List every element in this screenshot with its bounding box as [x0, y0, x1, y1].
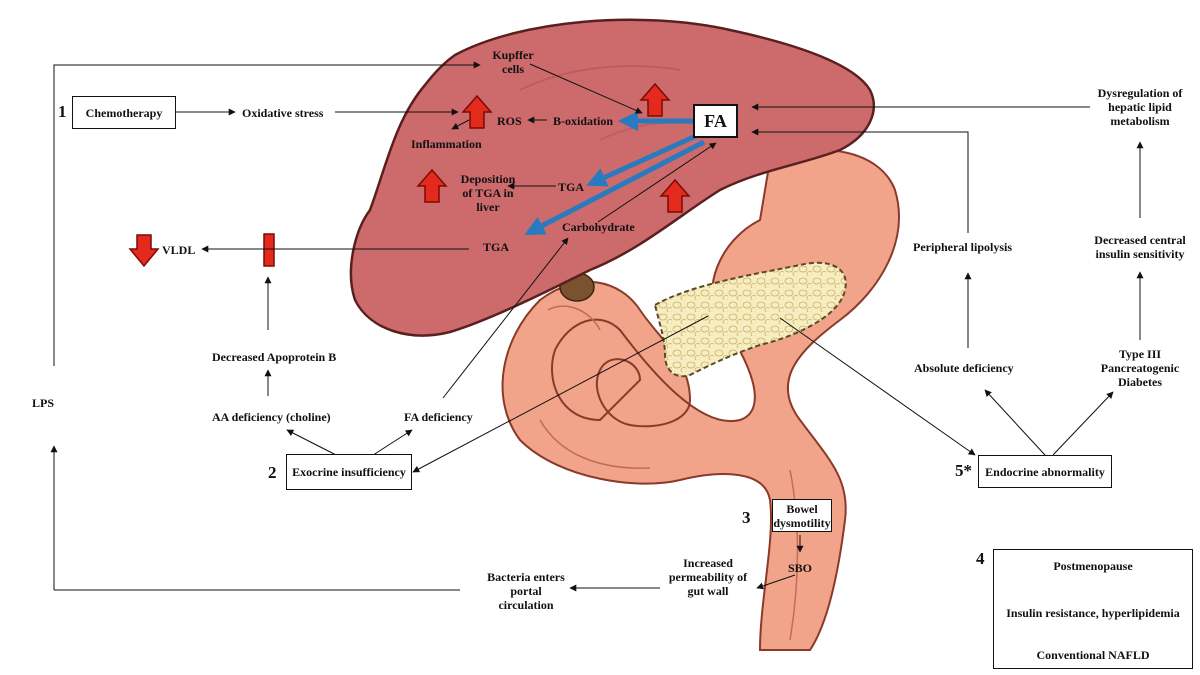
chemotherapy-box: Chemotherapy — [72, 96, 176, 129]
type-iii-diabetes-label: Type III Pancreatogenic Diabetes — [1100, 347, 1180, 389]
step-number-5: 5* — [955, 461, 972, 480]
inflammation-label: Inflammation — [411, 137, 482, 151]
step-number-3: 3 — [742, 508, 751, 527]
postmenopause-label: Postmenopause — [1053, 559, 1133, 573]
absolute-deficiency-label: Absolute deficiency — [914, 361, 1014, 375]
fa-deficiency-label: FA deficiency — [404, 410, 473, 424]
peripheral-lipolysis-label: Peripheral lipolysis — [913, 240, 1012, 254]
carbohydrate-label: Carbohydrate — [562, 220, 635, 234]
step-number-2: 2 — [268, 463, 277, 482]
insulin-resistance-label: Insulin resistance, hyperlipidemia — [1006, 606, 1180, 620]
conventional-nafld-label: Conventional NAFLD — [1036, 648, 1150, 662]
central-insulin-label: Decreased central insulin sensitivity — [1094, 233, 1186, 261]
step-number-1: 1 — [58, 102, 67, 121]
endocrine-abnormality-box: Endocrine abnormality — [978, 455, 1112, 488]
fa-box: FA — [693, 104, 738, 138]
tga-label-2: TGA — [483, 240, 510, 254]
exocrine-insufficiency-box: Exocrine insufficiency — [286, 454, 412, 490]
apoprotein-label: Decreased Apoprotein B — [212, 350, 337, 364]
bowel-dysmotility-box: Bowel dysmotility — [772, 499, 832, 532]
kupffer-cells-label: Kupffer cells — [492, 48, 534, 76]
deposition-label: Deposition of TGA in liver — [460, 172, 516, 214]
blue-arrows — [524, 111, 706, 236]
oxidative-stress-label: Oxidative stress — [242, 106, 324, 120]
bacteria-label: Bacteria enters portal circulation — [487, 570, 565, 612]
sbo-label: SBO — [788, 561, 813, 575]
postmenopause-box — [993, 549, 1193, 669]
permeability-label: Increased permeability of gut wall — [668, 556, 748, 598]
block-icon — [263, 233, 275, 267]
lps-label: LPS — [32, 396, 55, 410]
down-arrow-icon — [128, 234, 160, 268]
step-number-4: 4 — [976, 549, 985, 568]
up-arrow-icon — [416, 82, 691, 213]
tga-label-1: TGA — [558, 180, 585, 194]
connector-arrows — [50, 61, 1144, 644]
dysregulation-label: Dysregulation of hepatic lipid metabolis… — [1097, 86, 1183, 128]
aa-deficiency-label: AA deficiency (choline) — [212, 410, 331, 424]
pancreas — [653, 261, 847, 378]
ros-label: ROS — [497, 114, 522, 128]
vldl-label: VLDL — [162, 243, 196, 257]
b-oxidation-label: B-oxidation — [553, 114, 614, 128]
